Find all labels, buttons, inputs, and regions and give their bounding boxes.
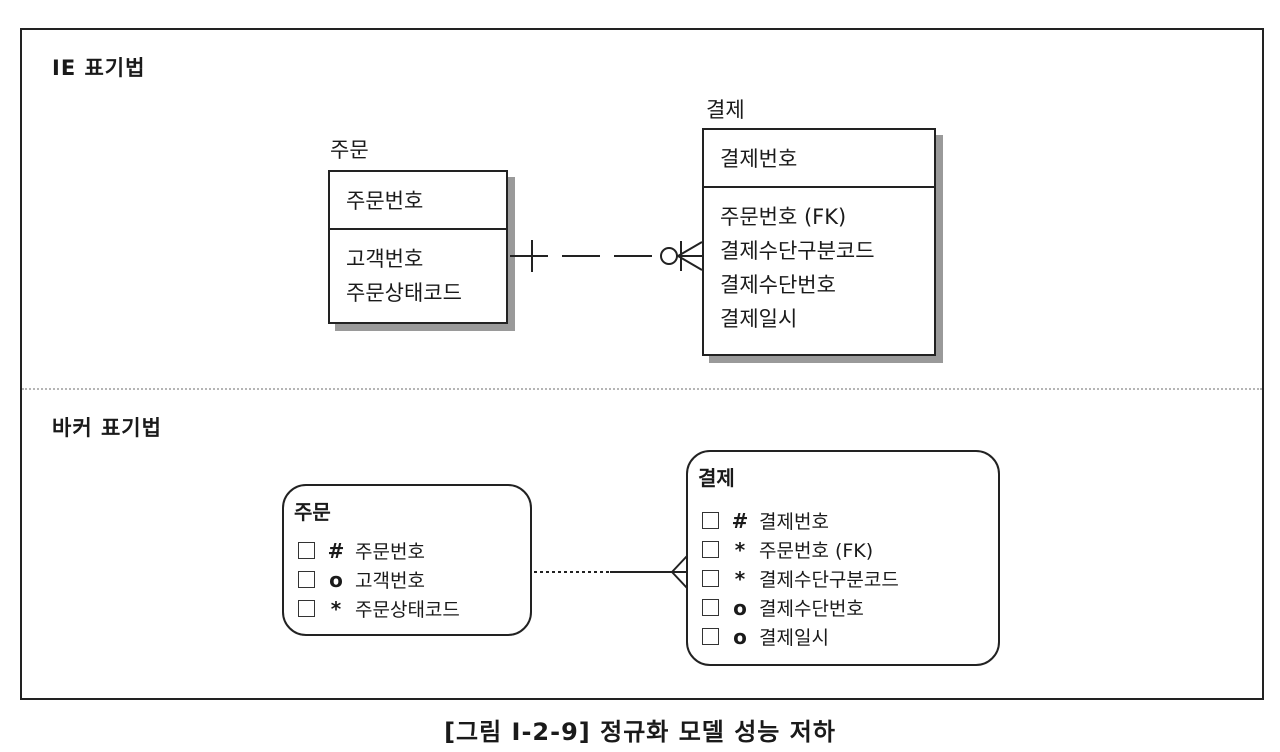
barker-notation-title: 바커 표기법 bbox=[52, 416, 162, 440]
checkbox-icon bbox=[702, 628, 719, 645]
ie-notation-title: IE 표기법 bbox=[52, 56, 146, 80]
checkbox-icon bbox=[702, 599, 719, 616]
ie-order-entity: 주문번호 고객번호 주문상태코드 bbox=[328, 170, 508, 324]
ie-payment-attr: 주문번호 (FK) bbox=[720, 205, 847, 229]
barker-payment-row: # 결제번호 bbox=[702, 506, 899, 535]
ie-payment-entity: 결제번호 주문번호 (FK) 결제수단구분코드 결제수단번호 결제일시 bbox=[702, 128, 936, 356]
checkbox-icon bbox=[298, 542, 315, 559]
barker-payment-row: * 주문번호 (FK) bbox=[702, 535, 899, 564]
attribute-label: 결제일시 bbox=[759, 627, 829, 649]
barker-payment-row: o 결제수단번호 bbox=[702, 593, 899, 622]
barker-crow-lower bbox=[671, 571, 688, 589]
ie-order-attributes: 고객번호 주문상태코드 bbox=[330, 230, 506, 310]
symbol-marker: * bbox=[734, 566, 746, 591]
barker-relationship bbox=[534, 555, 688, 589]
symbol-marker: o bbox=[329, 567, 343, 592]
attribute-label: 결제번호 bbox=[759, 511, 829, 533]
checkbox-icon bbox=[298, 600, 315, 617]
attribute-label: 주문번호 bbox=[355, 541, 425, 563]
barker-order-entity-name: 주문 bbox=[294, 500, 331, 524]
barker-order-attributes: # 주문번호 o 고객번호 * 주문상태코드 bbox=[298, 536, 460, 623]
ie-order-attr: 고객번호 bbox=[346, 247, 424, 271]
ie-order-attr: 주문상태코드 bbox=[346, 281, 462, 305]
barker-payment-entity: 결제 # 결제번호 * 주문번호 (FK) * 결제수단구분코드 o 결제수단번… bbox=[686, 450, 1000, 666]
figure-caption: [그림 Ⅰ-2-9] 정규화 모델 성능 저하 bbox=[444, 718, 836, 746]
barker-crow-upper bbox=[671, 555, 688, 573]
attribute-label: 결제수단번호 bbox=[759, 598, 864, 620]
checkbox-icon bbox=[702, 512, 719, 529]
ie-payment-attr: 결제일시 bbox=[720, 307, 798, 331]
ie-payment-attributes: 주문번호 (FK) 결제수단구분코드 결제수단번호 결제일시 bbox=[704, 188, 934, 336]
symbol-marker: o bbox=[733, 595, 747, 620]
ie-payment-attr: 결제수단번호 bbox=[720, 273, 836, 297]
ie-payment-attr: 결제수단구분코드 bbox=[720, 239, 875, 263]
ie-payment-entity-name: 결제 bbox=[706, 98, 745, 122]
barker-order-row: o 고객번호 bbox=[298, 565, 460, 594]
barker-payment-attributes: # 결제번호 * 주문번호 (FK) * 결제수단구분코드 o 결제수단번호 o… bbox=[702, 506, 899, 651]
symbol-marker: # bbox=[731, 508, 749, 533]
checkbox-icon bbox=[702, 541, 719, 558]
barker-payment-row: o 결제일시 bbox=[702, 622, 899, 651]
symbol-marker: o bbox=[733, 624, 747, 649]
attribute-label: 주문번호 (FK) bbox=[759, 540, 874, 562]
ie-zero-circle bbox=[660, 247, 678, 265]
attribute-label: 고객번호 bbox=[355, 570, 425, 592]
attribute-label: 결제수단구분코드 bbox=[759, 569, 899, 591]
section-divider bbox=[22, 388, 1262, 390]
barker-payment-entity-name: 결제 bbox=[698, 466, 735, 490]
ie-relationship bbox=[510, 240, 703, 272]
symbol-marker: * bbox=[734, 537, 746, 562]
symbol-marker: # bbox=[327, 538, 345, 563]
figure-frame bbox=[20, 28, 1264, 700]
barker-payment-row: * 결제수단구분코드 bbox=[702, 564, 899, 593]
barker-order-row: # 주문번호 bbox=[298, 536, 460, 565]
barker-order-entity: 주문 # 주문번호 o 고객번호 * 주문상태코드 bbox=[282, 484, 532, 636]
ie-order-pk: 주문번호 bbox=[330, 172, 506, 230]
barker-order-row: * 주문상태코드 bbox=[298, 594, 460, 623]
symbol-marker: * bbox=[330, 596, 342, 621]
checkbox-icon bbox=[702, 570, 719, 587]
ie-payment-pk: 결제번호 bbox=[704, 130, 934, 188]
attribute-label: 주문상태코드 bbox=[355, 599, 460, 621]
checkbox-icon bbox=[298, 571, 315, 588]
ie-order-entity-name: 주문 bbox=[330, 138, 369, 162]
